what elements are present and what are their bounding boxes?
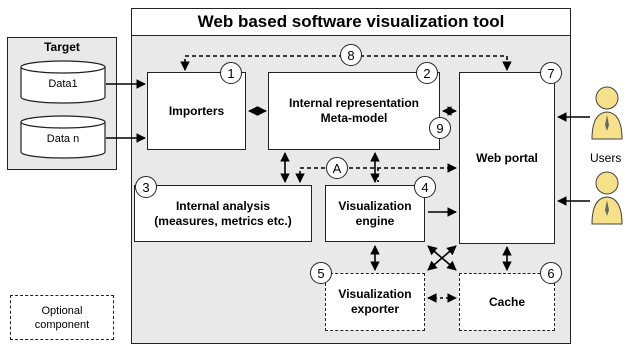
user-icon (591, 86, 623, 140)
database-icon (20, 60, 106, 104)
data1-label: Data1 (48, 78, 78, 90)
web-portal-label: Web portal (476, 150, 538, 165)
importers-number-badge: 1 (220, 62, 242, 84)
visualization-engine-label: Visualization (338, 198, 412, 213)
importers-label: Importers (168, 103, 225, 118)
visualization-exporter-box: Visualization exporter (325, 273, 425, 331)
diagram-title: Web based software visualization tool (131, 8, 571, 36)
internal-representation-label: Internal representation (288, 96, 420, 110)
datan-label: Data n (46, 133, 80, 145)
cache-label: Cache (488, 294, 526, 309)
visualization-exporter-label: Visualization (338, 287, 412, 301)
visualization-exporter-sublabel: exporter (350, 302, 400, 316)
importers-box: Importers (147, 72, 246, 150)
visualization-engine-box: Visualization engine (325, 185, 425, 242)
users-label: Users (590, 151, 622, 165)
visualization-engine-number-badge: 4 (414, 176, 436, 198)
connector-9-badge: 9 (429, 117, 451, 139)
connector-8-badge: 8 (340, 44, 362, 66)
legend-line2: component (34, 318, 90, 331)
legend-line1: Optional (41, 304, 83, 317)
cache-box: Cache (459, 273, 555, 331)
cache-number-badge: 6 (540, 262, 562, 284)
web-portal-number-badge: 7 (540, 62, 562, 84)
internal-analysis-label: Internal analysis (175, 198, 271, 213)
target-title: Target (44, 40, 80, 54)
internal-representation-number-badge: 2 (416, 62, 438, 84)
internal-analysis-number-badge: 3 (135, 176, 157, 198)
visualization-engine-sublabel: engine (355, 213, 395, 228)
visualization-exporter-number-badge: 5 (310, 262, 332, 284)
database-icon (20, 115, 106, 159)
internal-analysis-box: Internal analysis (measures, metrics etc… (134, 185, 312, 242)
legend-optional-component: Optional component (10, 295, 114, 340)
connector-a-badge: A (326, 157, 348, 179)
web-portal-box: Web portal (459, 72, 555, 244)
meta-model-label: Meta-model (320, 111, 388, 125)
internal-analysis-sublabel: (measures, metrics etc.) (154, 213, 292, 228)
user-icon (591, 171, 623, 225)
internal-representation-box: Internal representation Meta-model (268, 72, 440, 150)
